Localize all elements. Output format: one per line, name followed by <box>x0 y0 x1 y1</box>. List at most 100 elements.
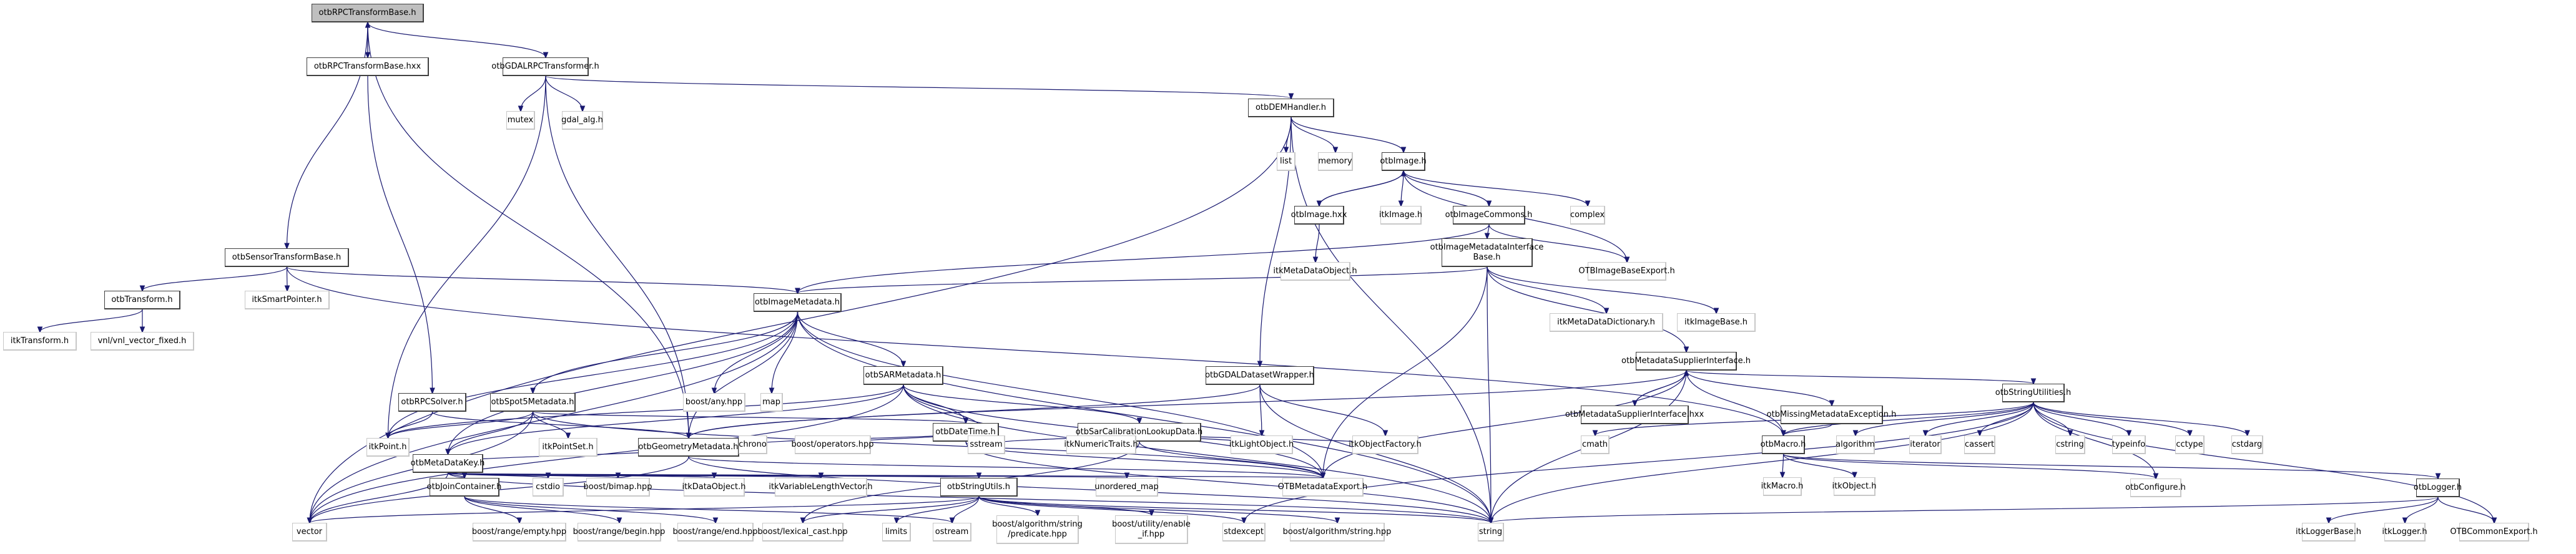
graph-node-label: otbStringUtils.h <box>946 482 1011 492</box>
graph-node-label: list <box>1279 156 1292 166</box>
graph-node-label: otbImage.hxx <box>1290 210 1347 220</box>
edge-otbmacro-to-otblogger <box>1782 454 2439 479</box>
graph-node-mdkey[interactable]: otbMetaDataKey.h <box>411 454 484 473</box>
edge-otbmacro-to-itkmacro <box>1782 454 1784 477</box>
graph-node-label: otbGeometryMetadata.h <box>638 442 739 452</box>
graph-node-label: boost/utility/enable _if.hpp <box>1112 519 1191 539</box>
graph-node-itkpointset: itkPointSet.h <box>539 438 597 457</box>
graph-node-sarmetadata[interactable]: otbSARMetadata.h <box>863 366 943 385</box>
graph-node-joincontainer[interactable]: otbJoinContainer.h <box>427 478 501 497</box>
graph-node-lexicalcast: boost/lexical_cast.hpp <box>757 523 848 542</box>
edge-stringutils-to-limits <box>897 496 980 523</box>
edge-joincontainer-to-ostream <box>464 496 952 523</box>
graph-node-itkobjfactory: itkObjectFactory.h <box>1349 435 1422 454</box>
edge-stringutils-to-vector <box>310 496 980 523</box>
graph-node-label: itkPoint.h <box>368 442 407 452</box>
edge-imagemetadata-to-mdkey <box>448 311 799 454</box>
graph-node-spot5[interactable]: otbSpot5Metadata.h <box>490 393 576 412</box>
graph-node-label: itkMacro.h <box>1761 481 1804 491</box>
edge-geommeta-to-metaexport <box>688 456 1323 478</box>
edge-rpcsolver-to-geommeta <box>431 411 689 438</box>
graph-node-ostream: ostream <box>933 523 971 542</box>
graph-node-sensorbase[interactable]: otbSensorTransformBase.h <box>225 248 349 267</box>
graph-node-label: vnl/vnl_vector_fixed.h <box>97 336 187 346</box>
graph-node-unorderedmap: unordered_map <box>1094 478 1159 497</box>
graph-node-label: itkVariableLengthVector.h <box>769 482 873 492</box>
edge-msi-to-otbmacro <box>1686 370 1784 435</box>
graph-node-itkmacro: itkMacro.h <box>1761 477 1804 496</box>
graph-node-label: typeinfo <box>2111 439 2146 449</box>
graph-node-label: otbTransform.h <box>111 294 173 304</box>
edge-otblogger-to-commonexport <box>2437 497 2494 523</box>
graph-node-demhandler[interactable]: otbDEMHandler.h <box>1248 99 1334 117</box>
edge-imagecommons-to-imagemetadata <box>798 224 1490 293</box>
graph-node-sarcal[interactable]: otbSarCalibrationLookupData.h <box>1076 423 1202 442</box>
graph-node-commonexport: OTBCommonExport.h <box>2450 523 2538 542</box>
graph-node-label: OTBCommonExport.h <box>2450 527 2538 537</box>
edge-rpcbase-to-geommeta <box>367 22 689 438</box>
edge-stringutilities-to-string <box>1491 402 2034 523</box>
graph-node-otbmacro[interactable]: otbMacro.h <box>1760 435 1806 454</box>
graph-node-rpcbase[interactable]: otbRPCTransformBase.h <box>312 4 424 22</box>
graph-node-itknumtraits: itkNumericTraits.h <box>1064 435 1138 454</box>
graph-node-label: otbMacro.h <box>1760 439 1806 449</box>
edge-gdalrpc-to-demhandler <box>545 75 1291 99</box>
graph-node-itktransform: itkTransform.h <box>3 332 77 351</box>
graph-node-geommeta[interactable]: otbGeometryMetadata.h <box>638 438 739 457</box>
edge-spot5-to-datetime <box>532 411 966 423</box>
graph-node-itkvlv: itkVariableLengthVector.h <box>769 478 873 497</box>
graph-node-label: memory <box>1318 156 1352 166</box>
graph-node-gdalwrapper[interactable]: otbGDALDatasetWrapper.h <box>1205 366 1314 385</box>
graph-node-stringutils[interactable]: otbStringUtils.h <box>940 478 1018 497</box>
graph-node-otbimage[interactable]: otbImage.h <box>1380 152 1427 171</box>
edge-stringutils-to-string <box>978 496 1491 523</box>
edge-stringutils-to-algostring <box>978 496 1337 523</box>
graph-node-cstring: cstring <box>2055 435 2085 454</box>
edge-otblogger-to-itklogger <box>2405 497 2439 523</box>
graph-node-label: otbImageMetadataInterface Base.h <box>1430 242 1544 262</box>
graph-node-msihxx[interactable]: otbMetadataSupplierInterface.hxx <box>1565 406 1704 424</box>
graph-node-boostany: boost/any.hpp <box>683 393 745 412</box>
graph-node-label: boost/range/end.hpp <box>672 527 758 537</box>
graph-node-imagecommons[interactable]: otbImageCommons.h <box>1445 206 1532 225</box>
edge-imimb-to-itkimagebase <box>1487 266 1716 313</box>
graph-node-label: string <box>1478 527 1503 537</box>
graph-node-vector: vector <box>292 523 327 542</box>
graph-node-label: boost/algorithm/string /predicate.hpp <box>992 519 1083 539</box>
graph-node-rpcsolver[interactable]: otbRPCSolver.h <box>398 393 466 412</box>
graph-node-label: otbDateTime.h <box>935 427 996 437</box>
graph-node-stringutilities[interactable]: otbStringUtilities.h <box>1995 384 2071 402</box>
edge-gdalrpc-to-itkpoint <box>388 75 546 438</box>
graph-node-rpcbasehxx[interactable]: otbRPCTransformBase.hxx <box>307 57 429 76</box>
graph-node-otbtransform[interactable]: otbTransform.h <box>104 291 180 309</box>
edge-demhandler-to-memory <box>1290 117 1335 152</box>
edge-spot5-to-itkpoint <box>388 411 534 438</box>
edge-otbimage-to-complex <box>1403 170 1588 206</box>
graph-node-imgbaseexport: OTBImageBaseExport.h <box>1578 262 1675 281</box>
graph-node-imimb[interactable]: otbImageMetadataInterface Base.h <box>1430 238 1543 267</box>
graph-node-label: gdal_alg.h <box>561 115 603 125</box>
edge-stringutils-to-stdexcept <box>978 496 1244 523</box>
graph-node-datetime[interactable]: otbDateTime.h <box>933 423 999 442</box>
edge-imimb-to-imagemetadata <box>798 266 1488 293</box>
graph-node-label: unordered_map <box>1094 482 1159 492</box>
graph-node-imagemetadata[interactable]: otbImageMetadata.h <box>754 293 842 312</box>
edge-imagemetadata-to-map <box>772 311 799 393</box>
graph-node-gdalrpc[interactable]: otbGDALRPCTransformer.h <box>491 57 599 76</box>
graph-node-label: cassert <box>1964 439 1995 449</box>
graph-node-label: otbSARMetadata.h <box>865 370 941 380</box>
edge-sarmetadata-to-sarcal <box>903 384 1139 423</box>
graph-node-otbimagehxx[interactable]: otbImage.hxx <box>1290 206 1347 225</box>
graph-node-label: itkObject.h <box>1832 481 1877 491</box>
graph-node-msi[interactable]: otbMetadataSupplierInterface.h <box>1621 352 1751 371</box>
edge-imagemetadata-to-boostany <box>714 311 799 393</box>
graph-node-otblogger[interactable]: otbLogger.h <box>2414 479 2462 497</box>
edge-otblogger-to-string <box>1491 497 2439 523</box>
graph-node-cctype: cctype <box>2175 435 2205 454</box>
graph-node-chrono: chrono <box>739 435 767 454</box>
graph-node-label: otbMissingMetadataException.h <box>1766 409 1897 419</box>
edge-msi-to-metaexport <box>1323 370 1687 478</box>
edge-msi-to-stringutilities <box>1686 370 2033 384</box>
graph-node-missingmeta[interactable]: otbMissingMetadataException.h <box>1767 406 1896 424</box>
